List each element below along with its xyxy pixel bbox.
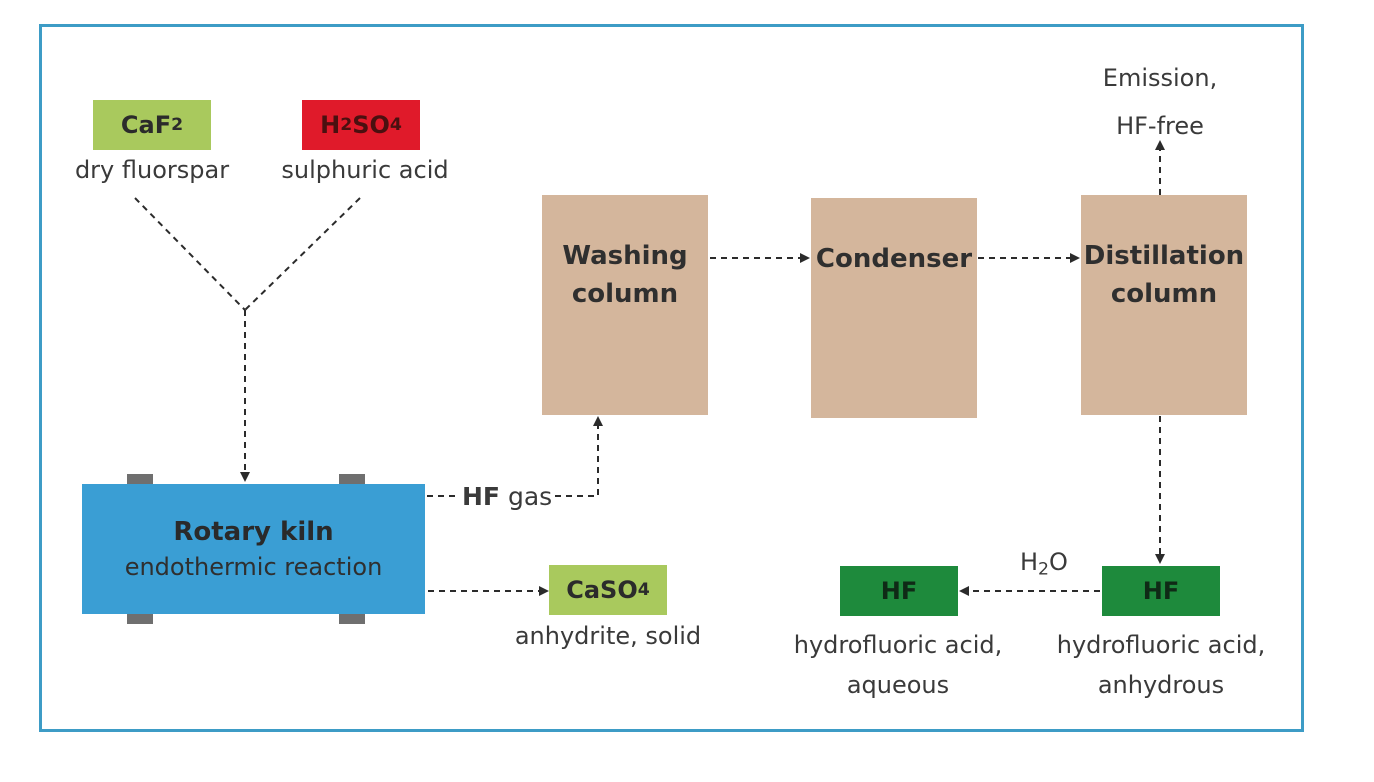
hf-anhydrous-label: hydrofluoric acid, anhydrous <box>1050 625 1272 705</box>
h2so4-label: sulphuric acid <box>281 156 449 184</box>
caf2-subscript: 2 <box>171 115 184 135</box>
condenser-box: Condenser <box>811 198 977 418</box>
emission-label: Emission, HF-free <box>1090 54 1230 150</box>
diagram-frame <box>39 24 1304 732</box>
hf-gas-to-washing-arrow <box>555 416 603 497</box>
rotary-kiln-box: Rotary kiln endothermic reaction <box>82 484 425 614</box>
water-h: H <box>1020 548 1039 576</box>
caf2-label: dry fluorspar <box>74 156 230 184</box>
condenser-label: Condenser <box>815 244 973 274</box>
water-o: O <box>1049 548 1068 576</box>
h2so4-sub-4: 4 <box>389 115 402 135</box>
hf-anhydrous-chip: HF <box>1102 566 1220 616</box>
water-label: H2O <box>1020 548 1068 579</box>
emission-line1: Emission, <box>1102 64 1218 92</box>
caso4-subscript: 4 <box>637 580 650 600</box>
water-sub: 2 <box>1038 559 1050 580</box>
kiln-foot-top-left <box>127 474 153 484</box>
washing-line1: Washing <box>562 241 688 271</box>
caf2-feed-line <box>134 197 246 311</box>
hf-aqueous-label: hydrofluoric acid, aqueous <box>787 625 1009 705</box>
kiln-foot-bottom-left <box>127 614 153 624</box>
kiln-foot-bottom-right <box>339 614 365 624</box>
hf-gas-bold: HF <box>462 482 501 511</box>
hf-aqueous-line1: hydrofluoric acid, <box>793 631 1003 659</box>
h2so4-sub-2: 2 <box>340 115 353 135</box>
washing-column-box: Washing column <box>542 195 708 415</box>
hf-anhydrous-line2: anhydrous <box>1097 671 1225 699</box>
hf-aqueous-line2: aqueous <box>846 671 950 699</box>
hf-anhydrous-line1: hydrofluoric acid, <box>1056 631 1266 659</box>
kiln-subtitle: endothermic reaction <box>124 553 383 581</box>
distillation-line1: Distillation <box>1083 241 1245 271</box>
hf-gas-rest: gas <box>500 482 553 511</box>
h2so4-formula-so: SO <box>352 111 390 139</box>
kiln-foot-top-right <box>339 474 365 484</box>
distillation-column-box: Distillation column <box>1081 195 1247 415</box>
hf-aqueous-chip: HF <box>840 566 958 616</box>
caso4-label: anhydrite, solid <box>514 622 702 650</box>
kiln-title: Rotary kiln <box>173 517 334 547</box>
caf2-formula: CaF <box>120 111 172 139</box>
emission-line2: HF-free <box>1116 112 1204 140</box>
h2so4-formula-h: H <box>320 111 341 139</box>
caso4-formula: CaSO <box>566 576 638 604</box>
distillation-line2: column <box>1110 279 1218 309</box>
hf-gas-label: HF gas <box>462 482 552 511</box>
h2so4-feed-line <box>244 197 361 311</box>
washing-line2: column <box>571 279 679 309</box>
